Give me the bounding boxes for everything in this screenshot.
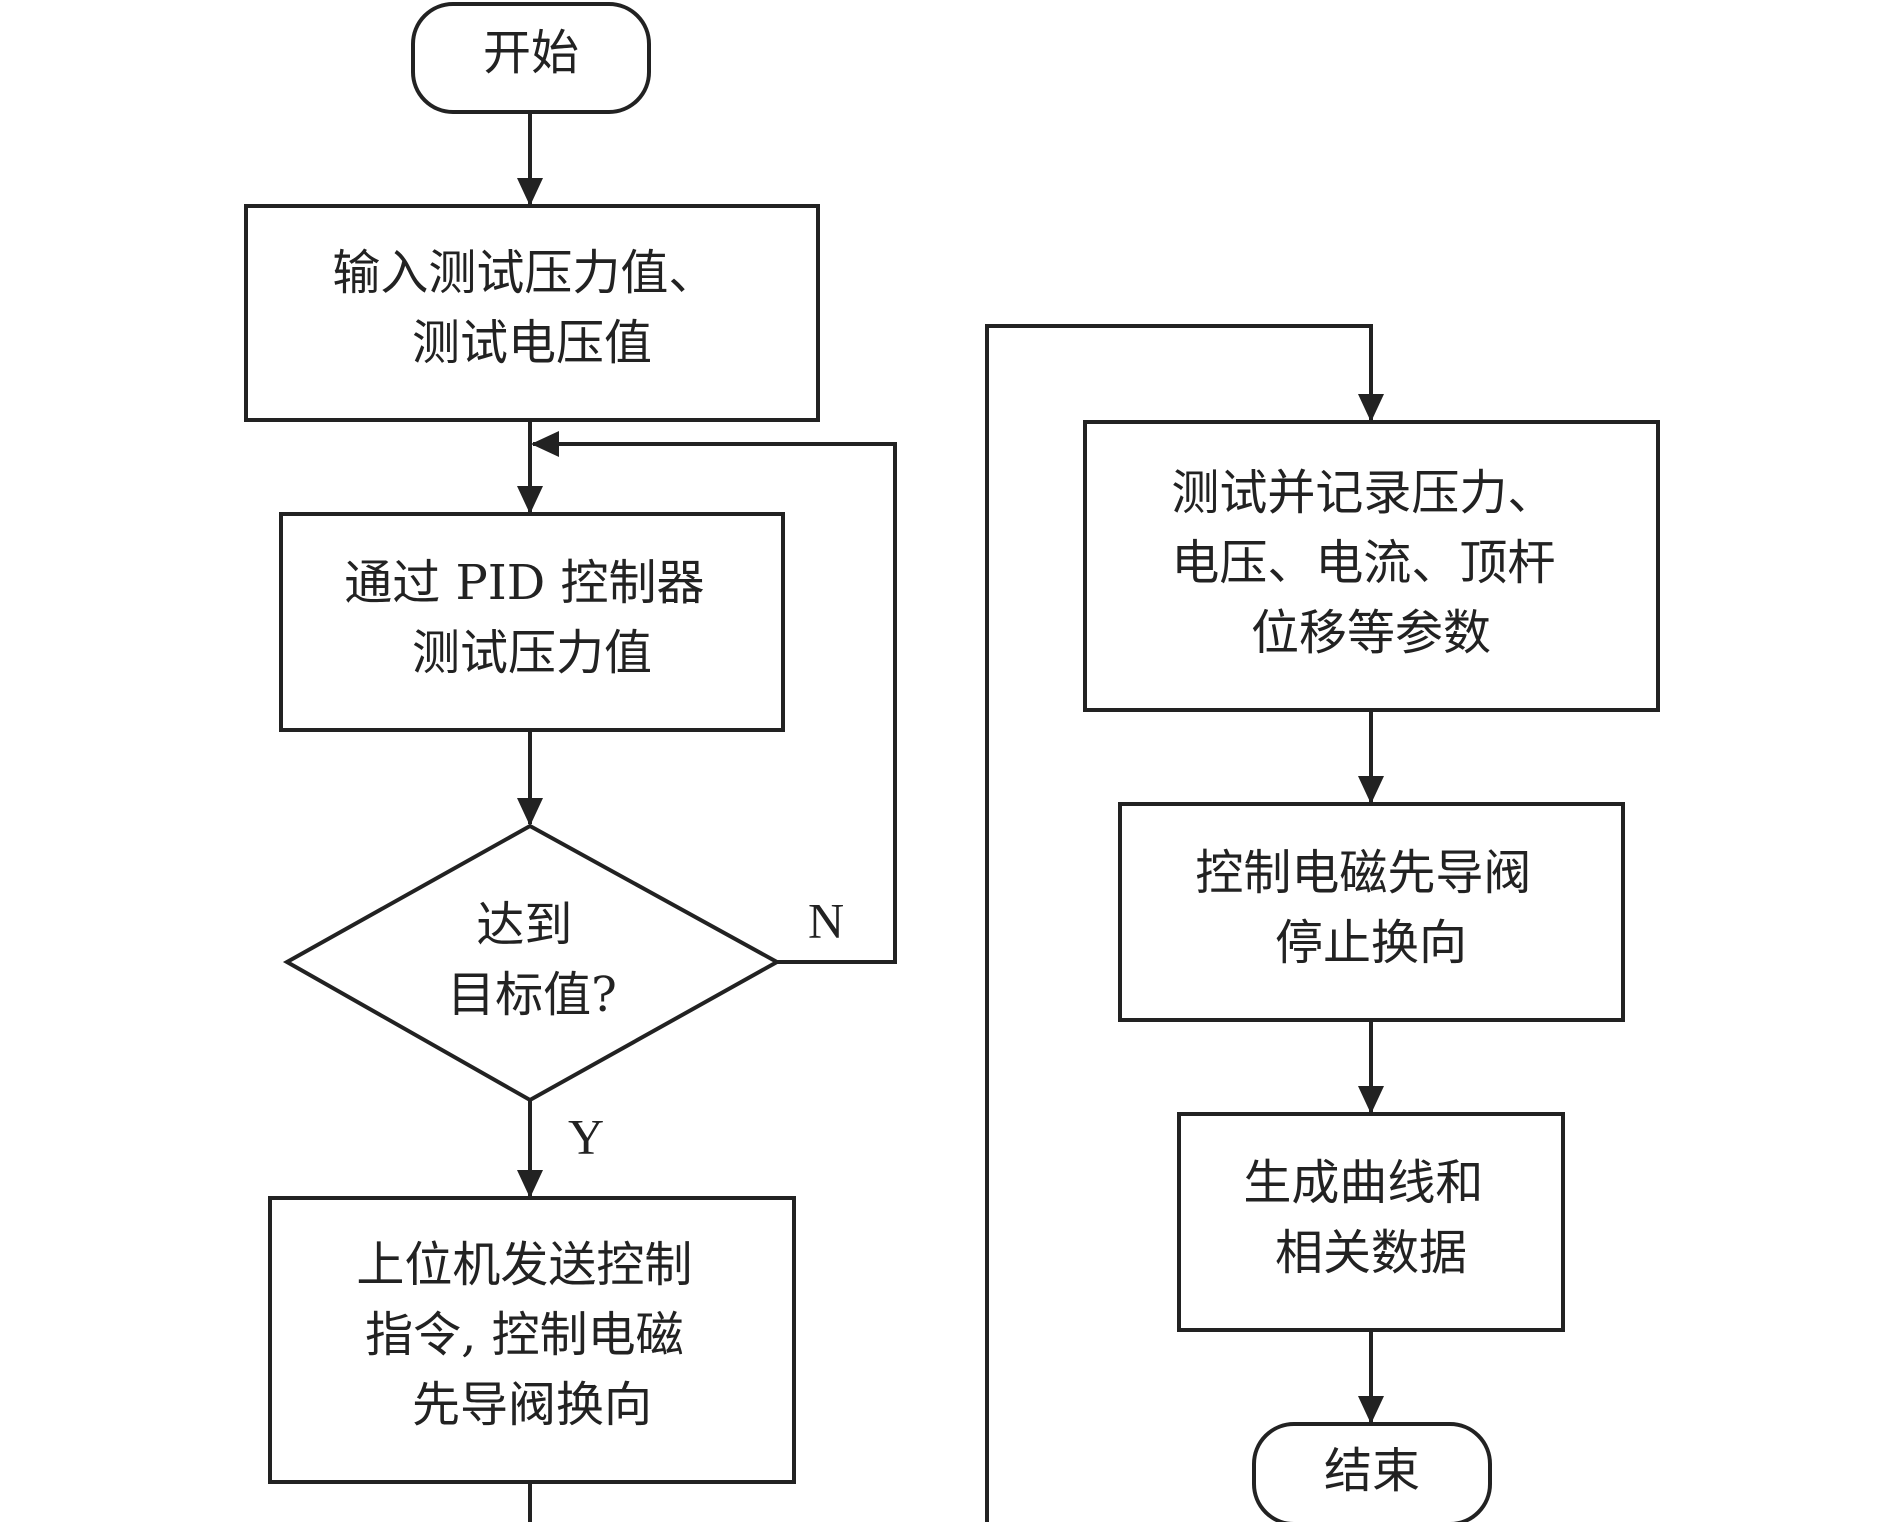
arrow-send-to-record — [528, 324, 1384, 1522]
send-label: 上位机发送控制 指令, 控制电磁 先导阀换向 — [356, 1237, 707, 1433]
start-label: 开始 — [483, 25, 579, 81]
stop-label: 控制电磁先导阀 停止换向 — [1195, 845, 1546, 971]
send-command-box — [268, 1196, 796, 1484]
input-label: 输入测试压力值、 测试电压值 — [332, 245, 731, 371]
generate-label: 生成曲线和 相关数据 — [1243, 1155, 1498, 1281]
end-label: 结束 — [1324, 1443, 1420, 1499]
pid-label: 通过 PID 控制器 测试压力值 — [344, 555, 720, 681]
branch-yes-label: Y — [568, 1108, 604, 1164]
branch-no-label: N — [808, 892, 844, 948]
target-decision-diamond — [282, 823, 782, 1103]
decision-label: 达到 目标值? — [447, 897, 617, 1023]
stop-valve-box — [1118, 802, 1625, 1022]
arrow-decision-no-loop — [531, 431, 897, 964]
input-process-box — [244, 204, 820, 422]
generate-data-box — [1177, 1112, 1565, 1332]
pid-process-box — [279, 512, 785, 732]
connectors — [517, 112, 1384, 1522]
record-params-box — [1083, 420, 1660, 712]
start-terminal — [411, 2, 651, 114]
end-terminal — [1252, 1422, 1492, 1522]
record-label: 测试并记录压力、 电压、电流、顶杆 位移等参数 — [1171, 465, 1570, 661]
